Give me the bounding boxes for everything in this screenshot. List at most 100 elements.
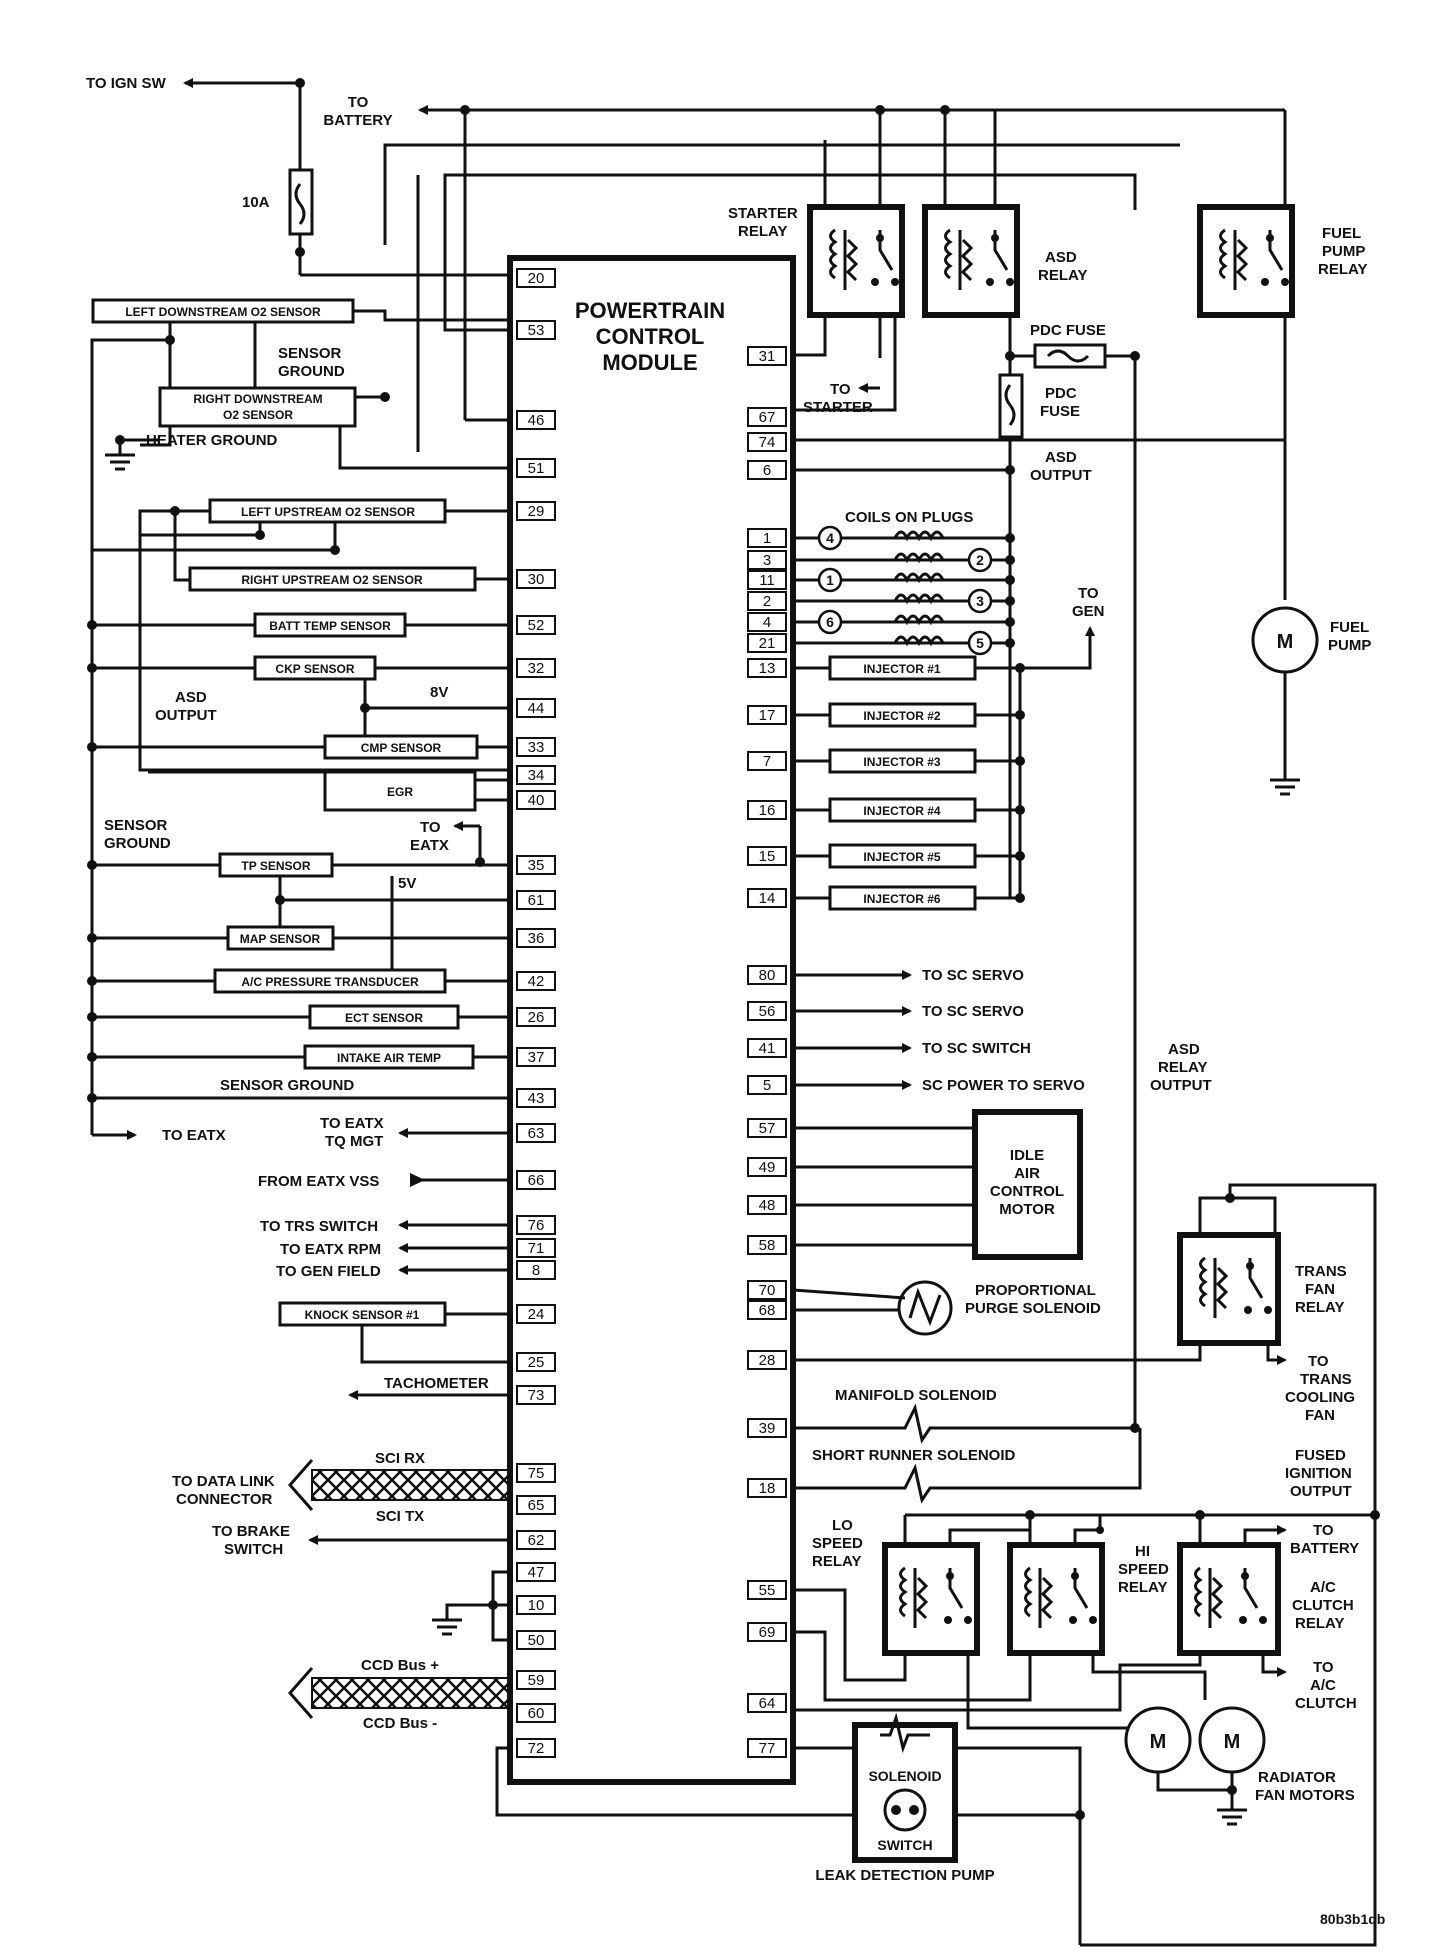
- right-pin-box: [747, 1280, 787, 1300]
- svg-text:CMP SENSOR: CMP SENSOR: [361, 741, 442, 755]
- right-pin-number: 39: [759, 1420, 776, 1437]
- egr: EGR: [148, 770, 510, 812]
- left-pin-column: 2053465129305232443334403561364226374363…: [516, 268, 556, 1758]
- svg-text:TO DATA LINK: TO DATA LINK: [172, 1473, 275, 1490]
- ccd-bus: CCD Bus + CCD Bus -: [288, 1657, 511, 1732]
- map-sensor: MAP SENSOR: [87, 925, 510, 951]
- svg-text:RELAY: RELAY: [1295, 1299, 1344, 1316]
- left-pin-number: 71: [528, 1240, 545, 1257]
- injector-label: INJECTOR #2: [863, 709, 940, 723]
- left-pin-number: 34: [528, 767, 545, 784]
- left-pin-number: 75: [528, 1465, 545, 1482]
- left-pin-box: [516, 1007, 556, 1027]
- svg-text:EATX: EATX: [410, 837, 449, 854]
- svg-text:TP SENSOR: TP SENSOR: [241, 859, 310, 873]
- coil-number-circle: [817, 567, 843, 593]
- right-pin-box: [747, 1350, 787, 1370]
- svg-text:TRANS: TRANS: [1300, 1371, 1352, 1388]
- svg-text:MANIFOLD SOLENOID: MANIFOLD SOLENOID: [835, 1387, 997, 1404]
- trans-fan-relay: TRANS FAN RELAY TO TRANS COOLING FAN: [793, 1183, 1377, 1947]
- svg-text:CONNECTOR: CONNECTOR: [176, 1491, 273, 1508]
- brake-switch-output: TO BRAKE SWITCH: [212, 1523, 510, 1558]
- right-pin-box: [747, 888, 787, 908]
- right-pin-box: [747, 1580, 787, 1600]
- left-pin-box: [516, 1670, 556, 1690]
- coil-number: 2: [976, 552, 984, 568]
- wire-to-fuel-relay: [383, 143, 1180, 245]
- right-pin-box: [747, 1622, 787, 1642]
- fuse-10a-label: 10A: [242, 194, 270, 211]
- left-pin-number: 59: [528, 1672, 545, 1689]
- svg-text:MOTOR: MOTOR: [999, 1201, 1055, 1218]
- right-pin-box: [747, 633, 787, 653]
- right-pin-box: [747, 1118, 787, 1138]
- left-pin-number: 52: [528, 617, 545, 634]
- right-pin-number: 48: [759, 1197, 776, 1214]
- svg-text:GEN: GEN: [1072, 603, 1105, 620]
- left-pin-number: 26: [528, 1009, 545, 1026]
- svg-text:SC POWER TO SERVO: SC POWER TO SERVO: [922, 1077, 1085, 1094]
- svg-text:RIGHT UPSTREAM O2 SENSOR: RIGHT UPSTREAM O2 SENSOR: [241, 573, 423, 587]
- left-pin-box: [516, 615, 556, 635]
- right-pin-number: 14: [759, 890, 776, 907]
- svg-text:M: M: [1277, 631, 1294, 653]
- svg-text:M: M: [1224, 1731, 1241, 1753]
- left-pin-box: [516, 890, 556, 910]
- svg-text:TO SC SERVO: TO SC SERVO: [922, 967, 1024, 984]
- fuel-pump-motor: M FUEL PUMP: [1251, 606, 1371, 796]
- svg-text:TO: TO: [1313, 1659, 1334, 1676]
- right-pin-number: 67: [759, 409, 776, 426]
- svg-text:A/C PRESSURE TRANSDUCER: A/C PRESSURE TRANSDUCER: [241, 975, 419, 989]
- right-pin-number: 5: [763, 1077, 771, 1094]
- svg-text:MAP SENSOR: MAP SENSOR: [240, 932, 321, 946]
- ckp-sensor: CKP SENSOR 8V ASD OUTPUT: [87, 655, 510, 746]
- svg-text:TO GEN FIELD: TO GEN FIELD: [276, 1263, 381, 1280]
- batt-temp-sensor: BATT TEMP SENSOR: [87, 612, 510, 638]
- leak-detection-pump: SOLENOID SWITCH LEAK DETECTION PUMP: [793, 1712, 1085, 1945]
- heater-ground-label: HEATER GROUND: [146, 432, 278, 449]
- svg-text:RIGHT DOWNSTREAM: RIGHT DOWNSTREAM: [193, 392, 322, 406]
- coil-number-circle: [967, 630, 993, 656]
- left-pin-number: 66: [528, 1172, 545, 1189]
- short-runner-solenoid: SHORT RUNNER SOLENOID: [793, 1428, 1142, 1504]
- right-pin-box: [747, 591, 787, 611]
- svg-text:CCD Bus -: CCD Bus -: [363, 1715, 437, 1732]
- svg-text:FUSED: FUSED: [1295, 1447, 1346, 1464]
- left-pin-number: 43: [528, 1090, 545, 1107]
- svg-text:IGNITION: IGNITION: [1285, 1465, 1352, 1482]
- coil-number: 3: [976, 593, 984, 609]
- svg-text:RELAY: RELAY: [1318, 261, 1367, 278]
- svg-text:TO EATX: TO EATX: [320, 1115, 384, 1132]
- proportional-purge-solenoid: PROPORTIONAL PURGE SOLENOID: [792, 1280, 1101, 1336]
- left-pin-number: 10: [528, 1597, 545, 1614]
- svg-text:EGR: EGR: [387, 785, 413, 799]
- left-pin-number: 32: [528, 660, 545, 677]
- coil-junction: [1005, 596, 1015, 606]
- coil-winding: [893, 635, 945, 647]
- right-pin-number: 58: [759, 1237, 776, 1254]
- left-pin-number: 24: [528, 1306, 545, 1323]
- right-pin-column: 3167746131124211317716151480564155749485…: [747, 346, 787, 1758]
- right-pin-number: 13: [759, 660, 776, 677]
- svg-text:RELAY: RELAY: [1118, 1579, 1167, 1596]
- svg-text:FAN MOTORS: FAN MOTORS: [1255, 1787, 1355, 1804]
- right-pin-box: [747, 751, 787, 771]
- coil-junction: [1005, 533, 1015, 543]
- injector-label: INJECTOR #5: [863, 850, 940, 864]
- svg-text:RELAY: RELAY: [812, 1553, 861, 1570]
- left-pin-number: 42: [528, 973, 545, 990]
- right-pin-box: [747, 705, 787, 725]
- left-pin-number: 63: [528, 1125, 545, 1142]
- left-pin-number: 50: [528, 1632, 545, 1649]
- coil-winding: [893, 552, 945, 564]
- right-pin-number: 3: [763, 552, 771, 569]
- left-pin-box: [516, 790, 556, 810]
- right-pin-box: [747, 1038, 787, 1058]
- left-pin-number: 60: [528, 1705, 545, 1722]
- intake-air-temp-sensor: INTAKE AIR TEMP: [87, 1044, 510, 1070]
- coil-number-circle: [967, 547, 993, 573]
- pcm-box: [507, 255, 796, 1785]
- figure-id: 80b3b1db: [1320, 1911, 1385, 1927]
- svg-text:O2 SENSOR: O2 SENSOR: [223, 408, 293, 422]
- ac-pressure-transducer: A/C PRESSURE TRANSDUCER: [87, 968, 510, 994]
